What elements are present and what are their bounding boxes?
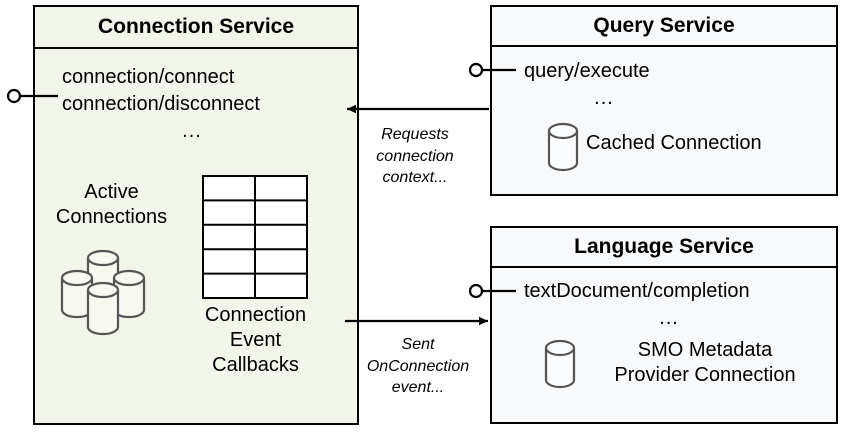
callbacks-label-line1: Connection — [204, 304, 307, 326]
smo-provider-database-icon — [544, 339, 576, 389]
connection-service-api-ellipsis: ... — [182, 120, 202, 142]
query-service-api-ellipsis: ... — [594, 87, 614, 109]
language-service-api-ellipsis: ... — [659, 307, 679, 329]
cluster-cylinder-left — [60, 269, 94, 319]
language-service-box[interactable]: Language Service — [490, 226, 838, 424]
edge2-line2: OnConnection — [366, 357, 470, 375]
connection-service-title: Connection Service — [35, 7, 357, 49]
smo-metadata-provider-label: SMO Metadata Provider Connection — [580, 338, 830, 388]
database-cluster-icon — [60, 249, 146, 336]
edge1-line1: Requests — [381, 126, 449, 143]
edge-label-requests-connection-context: Requests connection context... — [350, 124, 480, 189]
cluster-cylinder-right — [112, 269, 146, 319]
api-endpoint-connect: connection/connect — [62, 66, 235, 88]
api-endpoint-textdocument-completion: textDocument/completion — [524, 280, 750, 302]
query-service-api-list: query/execute ... — [524, 58, 824, 112]
cached-connection-database-icon — [547, 122, 579, 172]
connection-service-lollipop-icon[interactable] — [6, 88, 58, 104]
active-connections-label-line2: Connections — [55, 206, 168, 228]
smo-label-line1: SMO Metadata — [637, 339, 773, 361]
query-service-lollipop-icon[interactable] — [468, 62, 516, 78]
callbacks-label-line3: Callbacks — [212, 354, 299, 376]
active-connections-label-line1: Active — [84, 181, 139, 203]
language-service-title: Language Service — [492, 228, 836, 268]
connection-service-api-list: connection/connect connection/disconnect… — [62, 64, 352, 145]
callbacks-label-line2: Event — [229, 329, 282, 351]
query-service-box[interactable]: Query Service — [490, 5, 838, 196]
edge2-line3: event... — [391, 379, 445, 397]
edge1-line2: connection — [376, 147, 454, 165]
connection-event-callbacks-label: Connection Event Callbacks — [183, 303, 328, 378]
api-endpoint-query-execute: query/execute — [524, 60, 650, 82]
language-service-api-list: textDocument/completion ... — [524, 278, 834, 332]
query-service-title: Query Service — [492, 7, 836, 47]
smo-label-line2: Provider Connection — [614, 364, 796, 386]
cluster-cylinder-front — [86, 281, 120, 336]
language-service-lollipop-icon[interactable] — [468, 283, 516, 299]
cached-connection-label: Cached Connection — [586, 132, 762, 154]
edge-label-sent-onconnection-event: Sent OnConnection event... — [348, 334, 488, 399]
api-endpoint-disconnect: connection/disconnect — [62, 93, 260, 115]
table-grid-icon — [202, 175, 308, 299]
edge2-line1: Sent — [401, 336, 435, 353]
active-connections-label: Active Connections — [44, 180, 179, 230]
edge1-line3: context... — [382, 169, 448, 187]
